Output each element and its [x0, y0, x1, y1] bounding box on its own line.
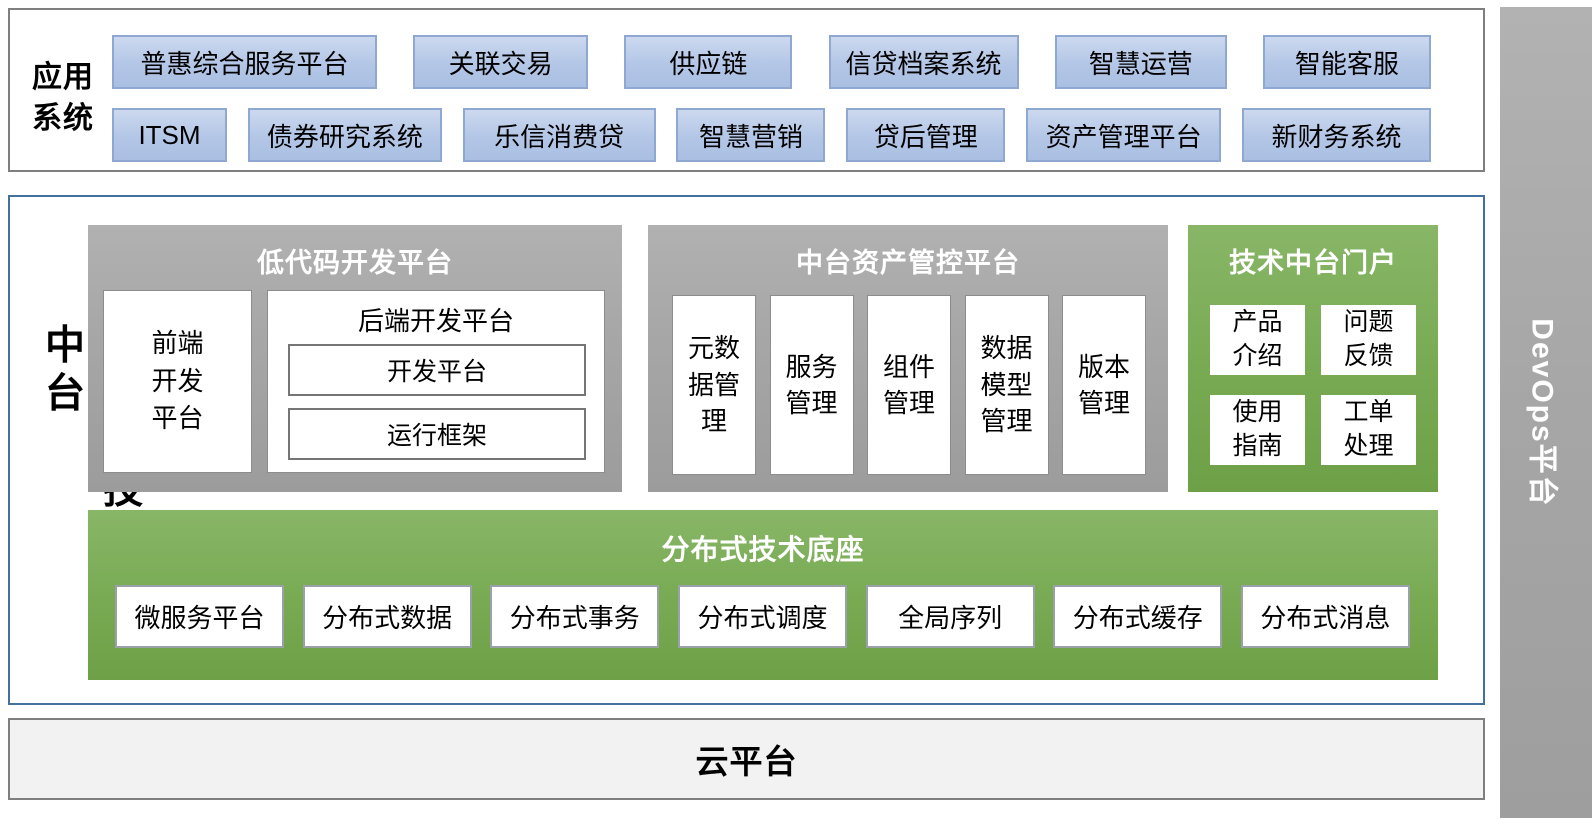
- data-model-management-box: 数据模型管理: [964, 295, 1049, 475]
- dev-platform-box: 开发平台: [288, 344, 586, 396]
- distributed-base-title: 分布式技术底座: [661, 534, 865, 565]
- app-box-post-loan-management: 贷后管理: [846, 108, 1006, 162]
- cloud-platform-label: 云平台: [695, 743, 798, 780]
- devops-platform-bar: DevOps平台: [1500, 7, 1592, 818]
- version-management-label: 版本管理: [1077, 351, 1130, 418]
- ticket-handling-box: 工单处理: [1321, 395, 1416, 465]
- component-management-label: 组件管理: [882, 351, 935, 418]
- distributed-base-panel: 分布式技术底座 微服务平台 分布式数据 分布式事务 分布式调度 全局序列 分布式…: [88, 510, 1438, 680]
- data-model-management-label: 数据模型管理: [980, 333, 1033, 437]
- issue-feedback-label: 问题反馈: [1343, 308, 1394, 370]
- app-box-asset-management-platform: 资产管理平台: [1026, 108, 1222, 162]
- low-code-platform-panel: 低代码开发平台 前端开发平台 后端开发平台 开发平台 运行框架: [88, 225, 622, 492]
- frontend-dev-platform-box: 前端开发平台: [103, 290, 252, 473]
- distributed-data-box: 分布式数据: [302, 585, 472, 648]
- app-box-supply-chain: 供应链: [624, 35, 793, 89]
- issue-feedback-box: 问题反馈: [1321, 305, 1416, 375]
- app-box-related-trading: 关联交易: [413, 35, 589, 89]
- ticket-handling-label: 工单处理: [1343, 398, 1394, 460]
- app-box-smart-marketing: 智慧营销: [676, 108, 826, 162]
- asset-control-platform-panel: 中台资产管控平台 元数据管理 服务管理 组件管理 数据模型管理 版本管理: [648, 225, 1168, 492]
- service-management-label: 服务管理: [785, 351, 838, 418]
- metadata-management-box: 元数据管理: [672, 295, 756, 475]
- tech-portal-panel: 技术中台门户 产品介绍 问题反馈 使用指南 工单处理: [1188, 225, 1438, 492]
- application-systems-section: 应用系统 普惠综合服务平台 关联交易 供应链 信贷档案系统 智慧运营 智能客服 …: [8, 8, 1485, 172]
- application-systems-row-1: 普惠综合服务平台 关联交易 供应链 信贷档案系统 智慧运营 智能客服: [112, 35, 1431, 89]
- app-box-bond-research: 债券研究系统: [247, 108, 442, 162]
- devops-platform-label: DevOps平台: [1526, 317, 1560, 508]
- low-code-platform-title: 低代码开发平台: [257, 248, 453, 278]
- app-box-smart-customer-service: 智能客服: [1262, 35, 1431, 89]
- tech-portal-items: 产品介绍 问题反馈 使用指南 工单处理: [1210, 305, 1416, 465]
- tech-portal-title: 技术中台门户: [1229, 248, 1397, 278]
- frontend-dev-platform-label: 前端开发平台: [151, 327, 204, 434]
- version-management-box: 版本管理: [1062, 295, 1146, 475]
- app-box-itsm: ITSM: [112, 108, 227, 162]
- cloud-platform-section: 云平台: [8, 718, 1485, 800]
- distributed-transaction-box: 分布式事务: [490, 585, 660, 648]
- app-box-new-finance-system: 新财务系统: [1241, 108, 1431, 162]
- backend-dev-platform-box: 后端开发平台 开发平台 运行框架: [267, 290, 605, 473]
- global-sequence-box: 全局序列: [865, 585, 1035, 648]
- microservice-platform-box: 微服务平台: [115, 585, 284, 648]
- distributed-message-box: 分布式消息: [1240, 585, 1410, 648]
- distributed-scheduling-box: 分布式调度: [677, 585, 847, 648]
- asset-control-platform-title: 中台资产管控平台: [796, 248, 1020, 278]
- service-management-box: 服务管理: [769, 295, 854, 475]
- application-systems-row-2: ITSM 债券研究系统 乐信消费贷 智慧营销 贷后管理 资产管理平台 新财务系统: [112, 108, 1431, 162]
- distributed-base-items: 微服务平台 分布式数据 分布式事务 分布式调度 全局序列 分布式缓存 分布式消息: [115, 585, 1410, 648]
- user-guide-box: 使用指南: [1210, 395, 1305, 465]
- app-box-lexin-consumer-loan: 乐信消费贷: [462, 108, 656, 162]
- app-box-credit-archive: 信贷档案系统: [828, 35, 1019, 89]
- component-management-box: 组件管理: [867, 295, 951, 475]
- product-intro-label: 产品介绍: [1232, 308, 1283, 370]
- app-box-smart-operations: 智慧运营: [1054, 35, 1227, 89]
- distributed-tech-platform-section: 分布式技术中台 低代码开发平台 前端开发平台 后端开发平台 开发平台 运行框架 …: [8, 195, 1485, 705]
- runtime-framework-box: 运行框架: [288, 408, 586, 460]
- asset-control-items: 元数据管理 服务管理 组件管理 数据模型管理 版本管理: [672, 295, 1146, 475]
- backend-dev-platform-title: 后端开发平台: [357, 306, 514, 336]
- user-guide-label: 使用指南: [1232, 398, 1283, 460]
- distributed-cache-box: 分布式缓存: [1053, 585, 1223, 648]
- application-systems-label: 应用系统: [32, 61, 94, 135]
- metadata-management-label: 元数据管理: [687, 333, 740, 437]
- product-intro-box: 产品介绍: [1210, 305, 1305, 375]
- app-box-puhui-platform: 普惠综合服务平台: [112, 35, 377, 89]
